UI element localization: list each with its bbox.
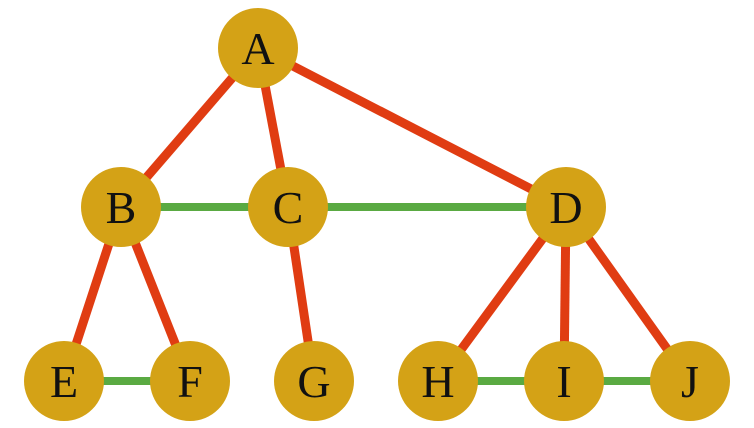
node-circle: [150, 341, 230, 421]
node-g: G: [274, 341, 354, 421]
node-e: E: [24, 341, 104, 421]
node-circle: [218, 8, 298, 88]
tree-edge-a-d: [255, 44, 569, 211]
node-h: H: [398, 341, 478, 421]
nodes: A B C D E F G H I J: [24, 8, 730, 421]
node-circle: [24, 341, 104, 421]
node-label: C: [273, 182, 304, 233]
node-d: D: [526, 167, 606, 247]
node-circle: [650, 341, 730, 421]
node-i: I: [524, 341, 604, 421]
node-f: F: [150, 341, 230, 421]
node-label: G: [297, 356, 330, 407]
node-label: B: [106, 182, 137, 233]
node-circle: [248, 167, 328, 247]
node-label: E: [50, 356, 78, 407]
node-circle: [524, 341, 604, 421]
node-label: F: [177, 356, 203, 407]
node-circle: [526, 167, 606, 247]
node-circle: [81, 167, 161, 247]
node-circle: [274, 341, 354, 421]
node-c: C: [248, 167, 328, 247]
node-j: J: [650, 341, 730, 421]
node-b: B: [81, 167, 161, 247]
node-label: J: [681, 356, 699, 407]
node-label: A: [241, 23, 274, 74]
node-label: H: [421, 356, 454, 407]
node-label: I: [556, 356, 571, 407]
node-circle: [398, 341, 478, 421]
node-label: D: [549, 182, 582, 233]
node-a: A: [218, 8, 298, 88]
